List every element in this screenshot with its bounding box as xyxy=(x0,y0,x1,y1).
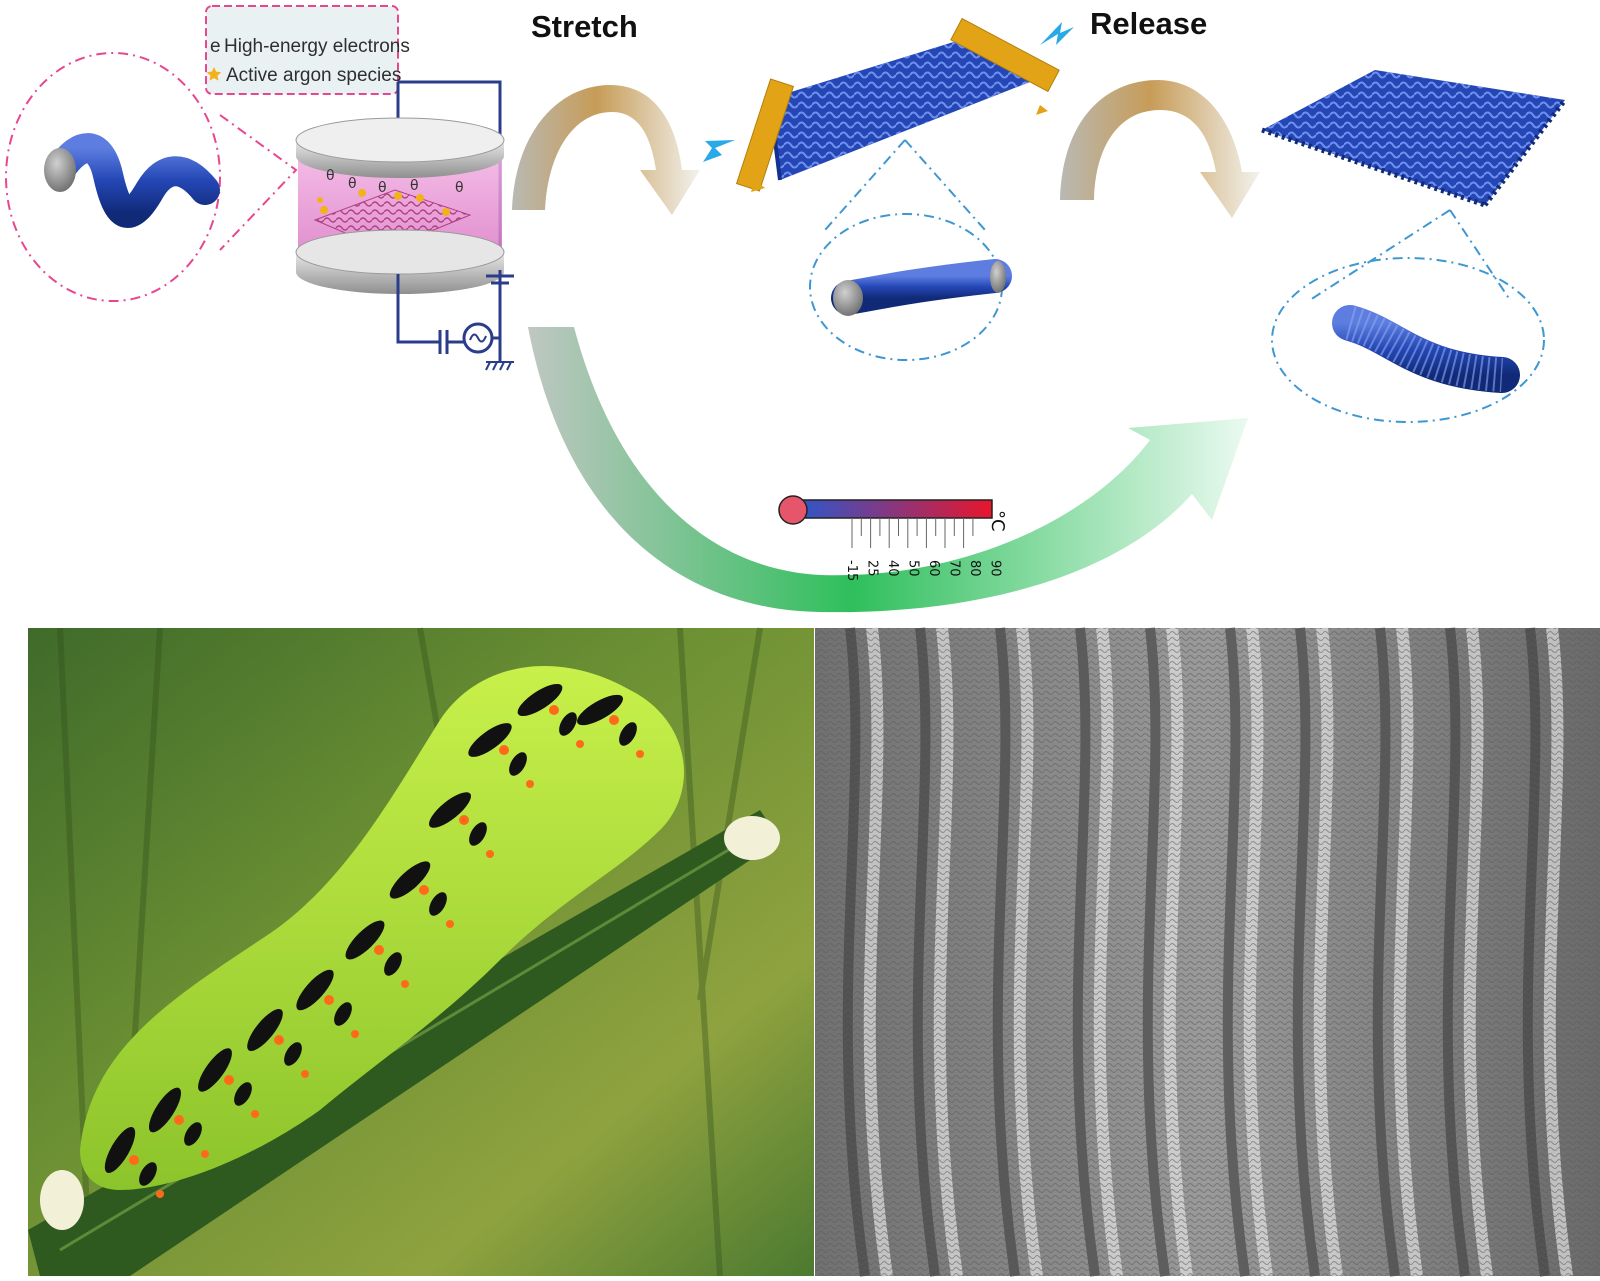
svg-text:θ: θ xyxy=(410,178,419,194)
stretch-label: Stretch xyxy=(531,9,638,44)
thermometer: -15 25 40 50 60 70 80 90 °C xyxy=(778,495,1008,581)
legend-argon-label: Active argon species xyxy=(226,65,401,86)
svg-text:θ: θ xyxy=(378,180,387,196)
released-fabric-icon xyxy=(1261,70,1567,301)
heat-recovery-arrow xyxy=(528,327,1248,613)
temperature-tick-label: 25 xyxy=(865,560,880,577)
caterpillar-photo xyxy=(28,627,814,1277)
pull-left-arrow-icon xyxy=(703,140,735,162)
electron-symbol: e xyxy=(210,36,221,57)
release-curved-arrow xyxy=(1060,80,1260,218)
temperature-tick-label: 80 xyxy=(967,560,982,577)
thermometer-bulb-icon xyxy=(778,495,808,525)
released-fiber-zoom xyxy=(1271,257,1545,423)
legend-electrons-label: High-energy electrons xyxy=(224,36,410,57)
temperature-tick-label: 70 xyxy=(947,560,962,577)
release-label: Release xyxy=(1090,6,1207,41)
svg-text:θ: θ xyxy=(348,176,357,192)
sem-wrinkle-photo xyxy=(815,627,1600,1277)
stretched-fabric-icon xyxy=(703,17,1074,231)
stretched-fiber-zoom xyxy=(809,213,1012,361)
temperature-tick-label: 60 xyxy=(926,560,941,577)
temperature-tick-label: 50 xyxy=(906,560,921,577)
stretch-curved-arrow xyxy=(512,85,700,215)
initial-fiber-zoom xyxy=(5,52,298,302)
temperature-tick-label: 90 xyxy=(988,560,1003,577)
temperature-tick-label: 40 xyxy=(885,560,900,577)
temperature-tick-label: -15 xyxy=(844,560,859,581)
argon-star-icon xyxy=(206,67,222,81)
svg-text:θ: θ xyxy=(326,168,335,184)
temperature-unit-label: °C xyxy=(987,510,1008,532)
wavy-fiber-icon xyxy=(45,133,220,228)
legend-box: e High-energy electrons Active argon spe… xyxy=(205,5,410,95)
pull-right-arrow-icon xyxy=(1040,22,1074,45)
svg-text:θ: θ xyxy=(455,180,464,196)
